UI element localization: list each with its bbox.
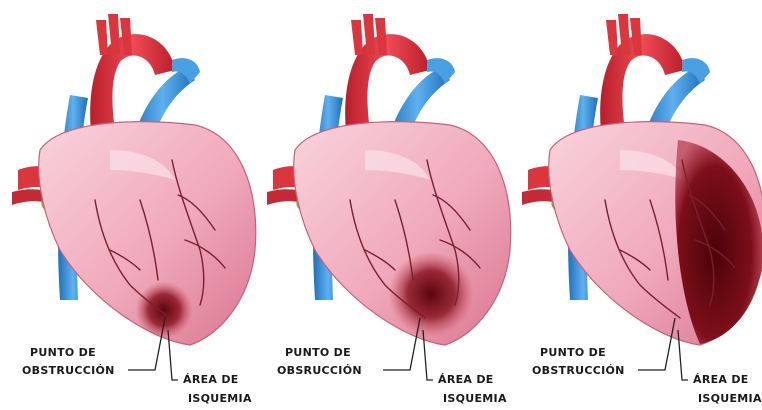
ischemia-area [136,282,193,339]
aortic-branch [606,20,618,55]
obstruction-label-line1: PUNTO DE [540,346,606,359]
heart-panel: PUNTO DE OBSTRUCCIÓN ÁREA DE ISQUEMIA [12,14,256,405]
aortic-branch [351,20,363,55]
ischemia-area [389,252,474,337]
aortic-branch [96,20,108,55]
ischemia-label-line2: ISQUEMIA [188,392,252,405]
ischemia-label-line1: ÁREA DE [183,373,239,386]
ischemia-label-line2: ISQUEMIA [443,392,507,405]
ischemia-label-line1: ÁREA DE [693,373,749,386]
ischemia-label-line2: ISQUEMIA [698,392,762,405]
obstruction-label-line2: OBSTRUCCIÓN [22,364,115,377]
obstruction-label-line2: OBSTRUCCIÓN [532,364,625,377]
ischemia-label-line1: ÁREA DE [438,373,494,386]
obstruction-label-line2: OBSRUCCIÓN [277,364,362,377]
obstruction-label-line1: PUNTO DE [285,346,351,359]
heart-panel: PUNTO DE OBSRUCCIÓN ÁREA DE ISQUEMIA [267,14,511,405]
heart-panel: PUNTO DE OBSTRUCCIÓN ÁREA DE ISQUEMIA [522,14,762,405]
obstruction-label-line1: PUNTO DE [30,346,96,359]
